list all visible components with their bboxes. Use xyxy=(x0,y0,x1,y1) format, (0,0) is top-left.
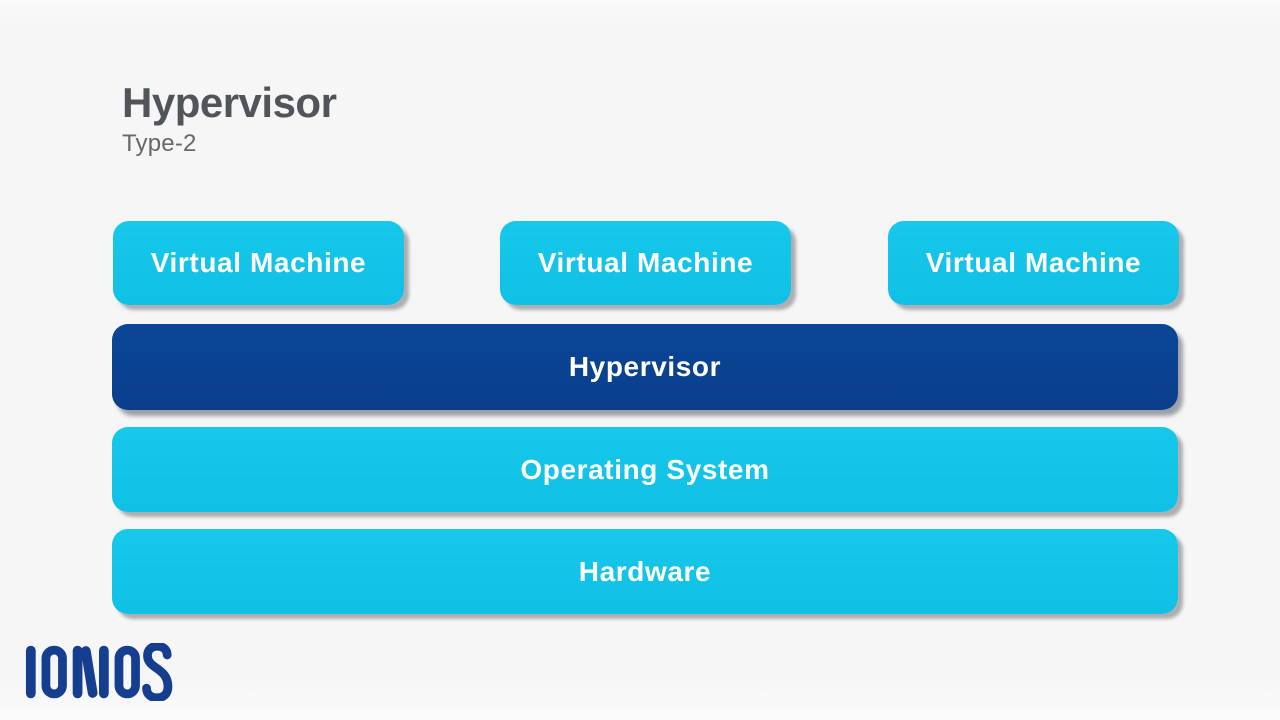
layer-hypervisor-label: Hypervisor xyxy=(568,351,722,382)
logo-letter-i xyxy=(25,645,36,699)
layer-operating-system: Operating System xyxy=(112,427,1178,512)
vm-box-3-label: Virtual Machine xyxy=(925,247,1142,278)
page-subtitle: Type-2 xyxy=(122,130,197,158)
logo-letter-o1 xyxy=(41,645,67,699)
logo-letter-o2 xyxy=(114,645,140,699)
logo-letter-n xyxy=(72,645,109,699)
vm-box-1: Virtual Machine xyxy=(113,221,404,305)
layer-hardware-label: Hardware xyxy=(578,555,712,587)
vm-box-2: Virtual Machine xyxy=(500,221,791,305)
vm-box-3: Virtual Machine xyxy=(888,221,1179,305)
logo-letter-s xyxy=(142,643,173,701)
vm-box-2-label: Virtual Machine xyxy=(537,247,754,278)
header: Hypervisor Type-2 xyxy=(122,79,337,158)
layer-hypervisor: Hypervisor xyxy=(112,324,1178,410)
vm-box-1-label: Virtual Machine xyxy=(150,247,367,278)
layer-operating-system-label: Operating System xyxy=(520,453,770,485)
page-title: Hypervisor xyxy=(122,79,337,126)
layer-hardware: Hardware xyxy=(112,529,1178,614)
ionos-logo xyxy=(25,643,173,701)
